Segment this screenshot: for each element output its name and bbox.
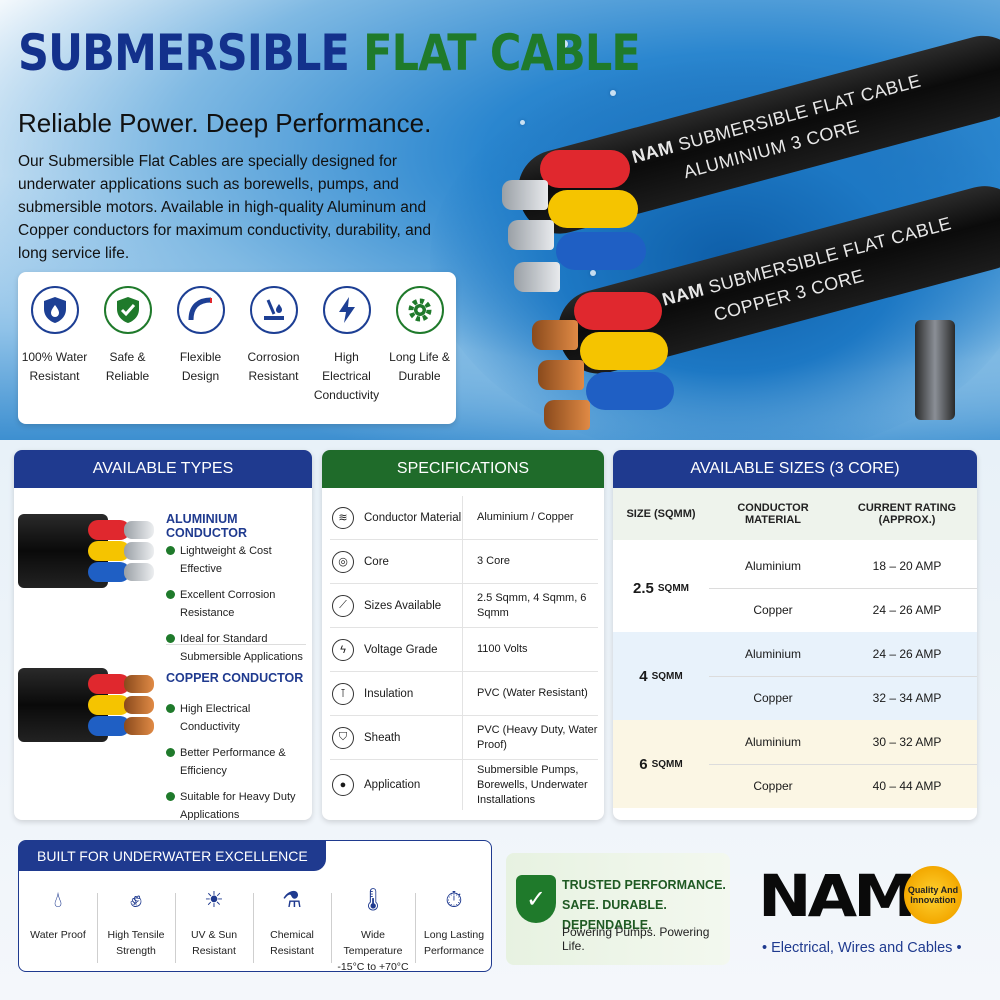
lightning-icon bbox=[322, 286, 371, 334]
divider bbox=[166, 644, 306, 645]
blue-core bbox=[556, 232, 646, 270]
copper-title: COPPER CONDUCTOR bbox=[166, 671, 304, 685]
list-item: Lightweight & Cost Effective bbox=[166, 542, 306, 578]
feature-safe-reliable: Safe & Reliable bbox=[91, 286, 164, 424]
water-shield-icon bbox=[30, 286, 79, 334]
aluminium-points: Lightweight & Cost Effective Excellent C… bbox=[166, 542, 306, 674]
aluminium-wire bbox=[502, 180, 548, 210]
water-drop bbox=[590, 270, 596, 276]
red-core bbox=[540, 150, 630, 188]
brand-subtitle: • Electrical, Wires and Cables • bbox=[762, 940, 962, 956]
copper-cable-thumbnail bbox=[18, 668, 168, 742]
quality-seal: Quality And Innovation bbox=[904, 866, 962, 924]
water-drop bbox=[520, 120, 525, 125]
feature-water-resistant: 100% Water Resistant bbox=[18, 286, 91, 424]
copper-wire bbox=[532, 320, 578, 350]
hero-banner: NAM SUBMERSIBLE FLAT CABLE ALUMINIUM 3 C… bbox=[0, 0, 1000, 440]
features-card: 100% Water Resistant Safe & Reliable Fle… bbox=[18, 272, 456, 424]
available-types-panel: AVAILABLE TYPES ALUMINIUM CONDUCTOR Ligh… bbox=[14, 450, 312, 820]
aluminium-wire bbox=[508, 220, 554, 250]
thermometer-icon: 🌡︎ bbox=[359, 887, 387, 912]
panel-heading: AVAILABLE SIZES (3 CORE) bbox=[613, 450, 977, 488]
built-item: ✊︎High Tensile Strength bbox=[97, 883, 175, 959]
shield-check-icon: ✓ bbox=[516, 875, 556, 923]
list-item: High Electrical Conductivity bbox=[166, 700, 306, 736]
water-drop bbox=[610, 90, 616, 96]
water-drop-icon: ● bbox=[332, 774, 354, 796]
ruler-icon: ⟋ bbox=[332, 594, 354, 617]
thermometer-icon: ⊺ bbox=[332, 682, 354, 705]
core-icon: ◎ bbox=[332, 550, 354, 573]
trust-banner: ✓ TRUSTED PERFORMANCE. SAFE. DURABLE. DE… bbox=[506, 853, 730, 965]
water-drop-icon: 💧︎ bbox=[53, 887, 63, 912]
list-item: Ideal for Standard Submersible Applicati… bbox=[166, 630, 306, 666]
shield-icon: ⛉ bbox=[332, 726, 354, 749]
list-item: Suitable for Heavy Duty Applications bbox=[166, 788, 306, 820]
list-item: Excellent Corrosion Resistance bbox=[166, 586, 306, 622]
aluminium-cable-thumbnail bbox=[18, 514, 168, 588]
copper-points: High Electrical Conductivity Better Perf… bbox=[166, 700, 306, 820]
built-item: ☀︎UV & Sun Resistant bbox=[175, 883, 253, 959]
built-item: 💧︎Water Proof bbox=[19, 883, 97, 943]
intro-text: Our Submersible Flat Cables are speciall… bbox=[18, 153, 431, 262]
yellow-core bbox=[548, 190, 638, 228]
wire-icon: ≋ bbox=[332, 506, 354, 529]
aluminium-title: ALUMINIUM CONDUCTOR bbox=[166, 512, 248, 540]
muscle-icon: ✊︎ bbox=[129, 887, 143, 912]
panel-heading: BUILT FOR UNDERWATER EXCELLENCE bbox=[19, 841, 326, 871]
aluminium-wire bbox=[514, 262, 560, 292]
built-for-underwater-panel: BUILT FOR UNDERWATER EXCELLENCE 💧︎Water … bbox=[18, 840, 493, 975]
red-core bbox=[574, 292, 662, 330]
brand-logo: NAM bbox=[758, 863, 917, 931]
feature-long-life: Long Life & Durable bbox=[383, 286, 456, 424]
flask-icon: ⚗︎ bbox=[282, 887, 302, 912]
blue-core bbox=[586, 372, 674, 410]
built-item: ⏱︎Long Lasting Performance bbox=[415, 883, 493, 959]
page-title: SUBMERSIBLE FLAT CABLE bbox=[18, 24, 641, 82]
lightning-icon: ϟ bbox=[332, 638, 354, 661]
copper-wire bbox=[538, 360, 584, 390]
gear-icon bbox=[395, 286, 444, 334]
built-item: ⚗︎Chemical Resistant bbox=[253, 883, 331, 959]
feature-corrosion: Corrosion Resistant bbox=[237, 286, 310, 424]
stopwatch-icon: ⏱︎ bbox=[445, 887, 463, 912]
tagline: Reliable Power. Deep Performance. bbox=[18, 108, 432, 138]
table-header: SIZE (SQMM) CONDUCTOR MATERIAL CURRENT R… bbox=[613, 488, 977, 540]
water-drop bbox=[560, 40, 568, 48]
built-item: 🌡︎Wide Temperature -15°C to +70°C bbox=[331, 883, 415, 975]
shield-check-icon bbox=[103, 286, 152, 334]
yellow-core bbox=[580, 332, 668, 370]
list-item: Better Performance & Efficiency bbox=[166, 744, 306, 780]
panel-heading: SPECIFICATIONS bbox=[322, 450, 604, 488]
submersible-motor-image bbox=[915, 320, 955, 420]
available-sizes-panel: AVAILABLE SIZES (3 CORE) SIZE (SQMM) CON… bbox=[613, 450, 977, 820]
feature-conductivity: High Electrical Conductivity bbox=[310, 286, 383, 424]
panel-heading: AVAILABLE TYPES bbox=[14, 450, 312, 488]
copper-wire bbox=[544, 400, 590, 430]
flexible-cable-icon bbox=[176, 286, 225, 334]
sun-icon: ☀︎ bbox=[204, 887, 224, 912]
corrosion-icon bbox=[249, 286, 298, 334]
feature-flexible: Flexible Design bbox=[164, 286, 237, 424]
